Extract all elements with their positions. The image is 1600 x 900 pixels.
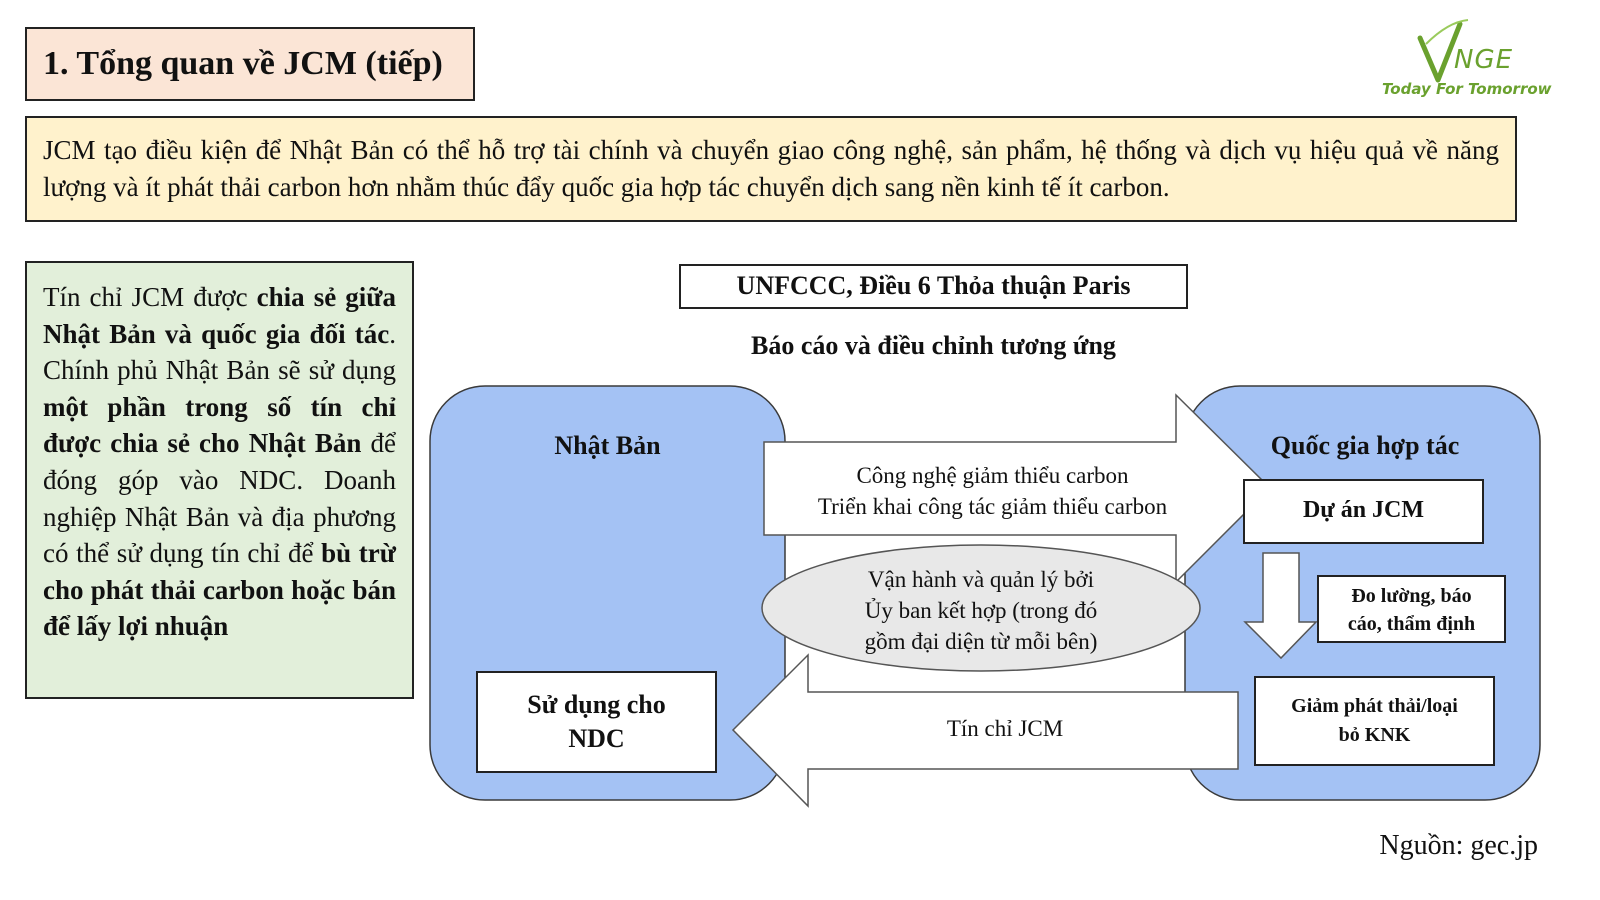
credits-arrow-label: Tín chỉ JCM xyxy=(946,716,1064,741)
side-seg-5: bù trừ cho phát thải carbon hoặc bán để … xyxy=(43,538,396,642)
ndc-label: Sử dụng cho NDC xyxy=(477,688,716,756)
side-seg-3: một phần trong số tín chỉ được chia sẻ c… xyxy=(43,391,396,459)
slide-title-text: 1. Tổng quan về JCM (tiếp) xyxy=(43,45,443,82)
technology-line-2: Triển khai công tác giảm thiểu carbon xyxy=(817,494,1168,519)
mrv-label: Đo lường, báo cáo, thẩm định xyxy=(1318,582,1505,638)
side-seg-1: chia sẻ giữa Nhật Bản và quốc gia đối tá… xyxy=(43,282,396,349)
side-seg-2: . Chính phủ Nhật Bản sẽ sử dụng xyxy=(43,318,396,386)
mrv-line-2: cáo, thẩm định xyxy=(1347,613,1476,635)
technology-arrow xyxy=(763,393,1272,584)
reduction-line-2: bỏ KNK xyxy=(1338,724,1411,746)
svg-text:NGE: NGE xyxy=(1454,45,1513,75)
logo-tagline: Today For Tomorrow xyxy=(1382,80,1552,98)
side-seg-4: để đóng góp vào NDC. Doanh nghiệp Nhật B… xyxy=(43,428,396,569)
technology-arrow-text: Công nghệ giảm thiểu carbon Triển khai c… xyxy=(770,460,1215,522)
reduction-line-1: Giảm phát thải/loại xyxy=(1291,695,1458,717)
credits-arrow xyxy=(731,653,1239,808)
ndc-line-2: NDC xyxy=(568,724,625,753)
vnge-logo: NGE xyxy=(1417,19,1513,83)
credit-sharing-box: Tín chỉ JCM được chia sẻ giữa Nhật Bản v… xyxy=(25,261,414,699)
unfccc-label: UNFCCC, Điều 6 Thỏa thuận Paris xyxy=(736,271,1131,300)
ellipse-line-2: Ủy ban kết hợp (trong đó xyxy=(864,598,1098,623)
slide-title: 1. Tổng quan về JCM (tiếp) xyxy=(25,27,475,101)
mrv-line-1: Đo lường, báo xyxy=(1351,585,1472,607)
mrv-box xyxy=(1317,575,1506,643)
ellipse-line-3: gồm đại diện từ mỗi bên) xyxy=(864,629,1098,654)
japan-label: Nhật Bản xyxy=(554,431,661,460)
jcm-project-box xyxy=(1243,479,1484,544)
side-seg-0: Tín chỉ JCM được xyxy=(43,282,257,312)
jcm-project-label: Dự án JCM xyxy=(1302,497,1425,523)
reduction-box xyxy=(1254,676,1495,766)
intro-box: JCM tạo điều kiện để Nhật Bản có thể hỗ … xyxy=(25,116,1517,222)
unfccc-box xyxy=(679,264,1188,309)
ndc-box xyxy=(476,671,717,773)
source-note: Nguồn: gec.jp xyxy=(1379,830,1538,861)
reduction-label: Giảm phát thải/loại bỏ KNK xyxy=(1255,692,1494,750)
mrv-down-arrow xyxy=(1243,552,1318,660)
joint-committee-ellipse xyxy=(761,544,1201,672)
reporting-label: Báo cáo và điều chỉnh tương ứng xyxy=(751,331,1116,360)
partner-label: Quốc gia hợp tác xyxy=(1270,431,1460,460)
technology-line-1: Công nghệ giảm thiểu carbon xyxy=(856,463,1129,488)
ndc-line-1: Sử dụng cho xyxy=(527,690,666,719)
intro-text: JCM tạo điều kiện để Nhật Bản có thể hỗ … xyxy=(43,135,1499,202)
ellipse-text: Vận hành và quản lý bởi Ủy ban kết hợp (… xyxy=(800,564,1162,657)
ellipse-line-1: Vận hành và quản lý bởi xyxy=(867,567,1095,592)
